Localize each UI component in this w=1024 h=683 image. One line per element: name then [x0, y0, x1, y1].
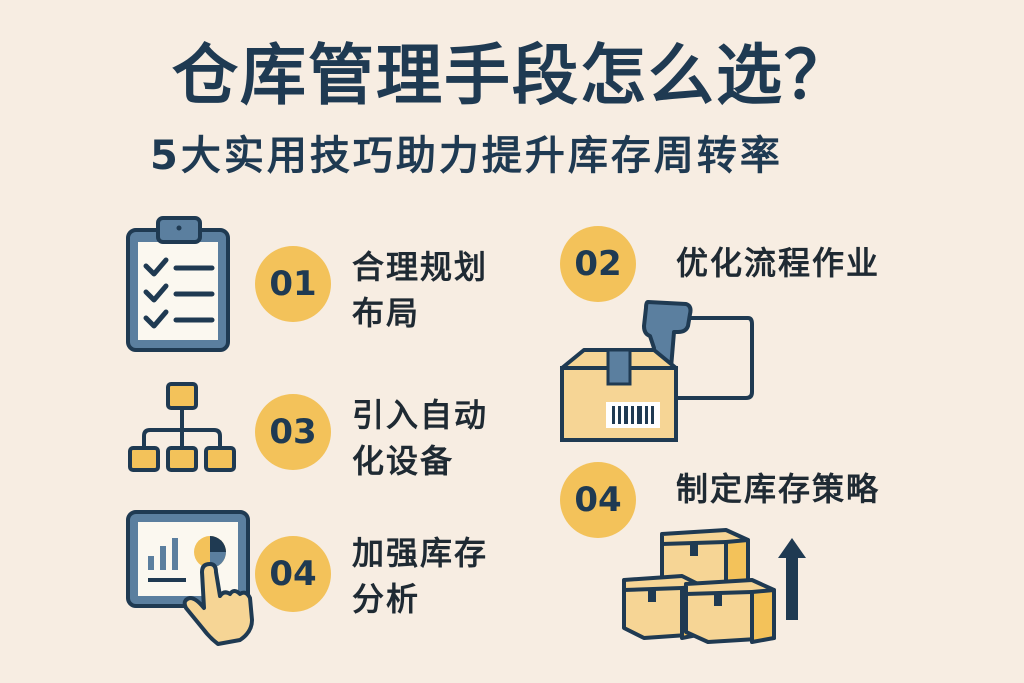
- step-label-04-left: 加强库存 分析: [352, 530, 488, 622]
- step-label-03-line1: 引入自动: [352, 396, 489, 434]
- stacked-boxes-arrow-icon: [622, 528, 806, 644]
- step-label-04-right: 制定库存策略: [676, 470, 881, 508]
- step-label-03: 引入自动 化设备: [352, 392, 488, 484]
- step-label-01-line2: 布局: [352, 294, 421, 332]
- dashboard-touch-icon: [126, 510, 254, 646]
- hierarchy-chart-icon: [128, 382, 236, 472]
- step-badge-02: 02: [560, 226, 636, 302]
- step-label-02: 优化流程作业: [676, 244, 881, 282]
- step-badge-04-left: 04: [255, 536, 331, 612]
- clipboard-checklist-icon: [126, 216, 230, 352]
- step-label-01: 合理规划 布局: [352, 244, 488, 336]
- page-subtitle: 5大实用技巧助力提升库存周转率: [150, 133, 783, 179]
- step-label-04-left-line1: 加强库存: [352, 534, 489, 572]
- barcode-scanner-box-icon: [560, 300, 754, 442]
- step-badge-03: 03: [255, 394, 331, 470]
- step-label-01-line1: 合理规划: [352, 248, 489, 286]
- step-label-03-line2: 化设备: [352, 442, 455, 480]
- step-badge-04-right: 04: [560, 462, 636, 538]
- page-title: 仓库管理手段怎么选？: [172, 37, 852, 114]
- step-label-04-left-line2: 分析: [352, 580, 421, 618]
- step-badge-01: 01: [255, 246, 331, 322]
